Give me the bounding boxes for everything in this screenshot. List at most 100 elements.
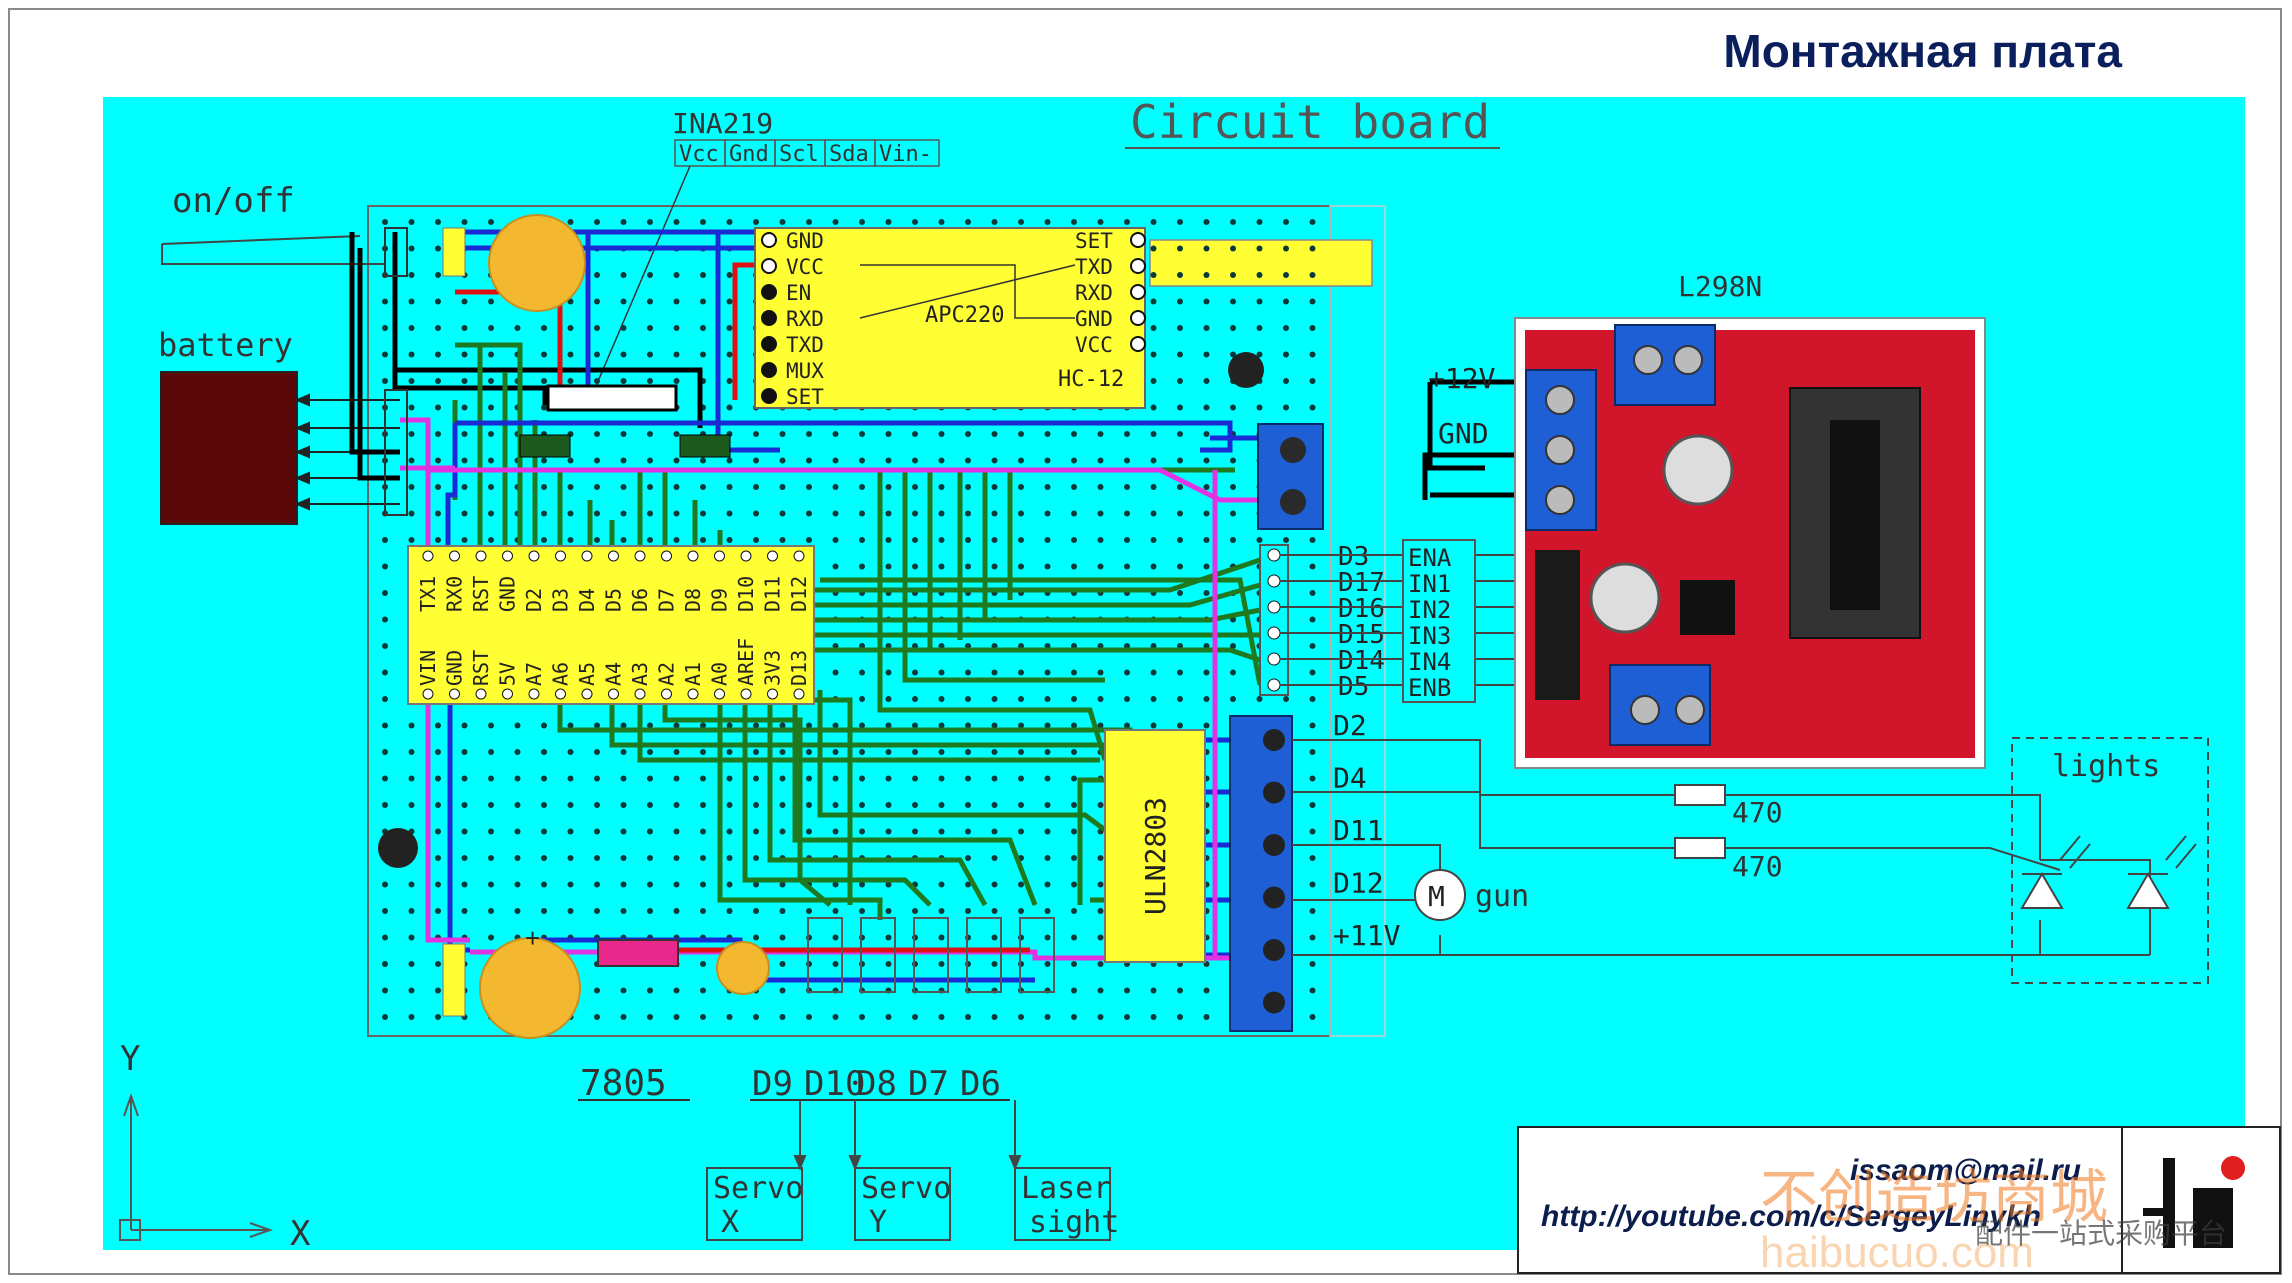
board-hole [859, 802, 865, 808]
board-hole [1309, 537, 1316, 543]
driver-signal-label: D17 [1338, 568, 1385, 598]
board-hole [435, 351, 441, 358]
board-hole [647, 510, 653, 517]
nano-top-pin [687, 550, 699, 562]
board-hole [382, 749, 388, 755]
board-hole [647, 855, 653, 861]
board-hole [832, 802, 839, 808]
board-hole [726, 510, 733, 517]
board-hole [1150, 431, 1157, 437]
regulator-7805 [597, 939, 679, 967]
board-hole [514, 802, 521, 808]
nano-bottom-pin [740, 688, 752, 700]
nano-bottom-pin-label: A3 [628, 662, 652, 686]
nano-bottom-pin-label: VIN [416, 650, 440, 686]
nano-top-pin-label: GND [496, 576, 520, 612]
board-hole [779, 537, 786, 543]
driver-control-label: ENA [1408, 544, 1452, 572]
board-hole [1124, 219, 1130, 225]
nano-bottom-pin [528, 688, 540, 700]
board-hole [1230, 669, 1236, 676]
board-hole [885, 775, 892, 782]
board-hole [832, 510, 839, 517]
board-hole [991, 669, 998, 676]
board-hole [753, 802, 759, 808]
board-hole [938, 563, 945, 570]
board-hole [1309, 934, 1316, 941]
board-hole [567, 457, 574, 464]
board-hole [567, 219, 574, 225]
board-hole [488, 510, 494, 517]
board-hole [1044, 484, 1051, 490]
board-hole [514, 855, 521, 861]
green-track [1077, 777, 1105, 905]
nano-top-pin-label: RX0 [443, 576, 467, 612]
board-hole [938, 828, 945, 835]
board-hole [779, 457, 786, 464]
radio-left-pin-label: MUX [786, 359, 824, 383]
board-hole [938, 749, 945, 755]
credits-youtube[interactable]: http://youtube.com/c/SergeyLinykh [1541, 1200, 2042, 1233]
uln2803-label: ULN2803 [1139, 797, 1172, 915]
board-hole [1230, 219, 1236, 225]
board-hole [541, 537, 547, 543]
board-hole [1309, 908, 1316, 914]
board-hole [541, 802, 547, 808]
board-hole [938, 537, 945, 543]
board-hole [1071, 828, 1077, 835]
nano-top-pin-label: D12 [787, 576, 811, 612]
board-hole [1309, 828, 1316, 835]
board-hole [832, 457, 839, 464]
board-hole [991, 537, 998, 543]
nano-bottom-pin [634, 688, 646, 700]
nano-top-pin-label: TX1 [416, 576, 440, 612]
board-hole [1203, 510, 1210, 517]
board-hole [567, 484, 574, 490]
driver-signal-header [1259, 544, 1289, 696]
nano-bottom-pin [608, 688, 619, 700]
board-hole [1283, 219, 1289, 225]
board-hole [1150, 722, 1157, 729]
board-hole [885, 669, 892, 676]
board-hole [912, 484, 918, 490]
nano-top-pin-label: D4 [575, 588, 599, 612]
board-hole [461, 537, 468, 543]
board-hole [408, 722, 415, 729]
board-hole [859, 828, 865, 835]
board-hole [1097, 537, 1104, 543]
board-hole [1044, 775, 1051, 782]
board-hole [594, 722, 600, 729]
board-hole [1283, 351, 1289, 358]
board-hole [408, 404, 415, 411]
board-hole [1203, 1014, 1210, 1020]
radio-left-pin-label: TXD [786, 333, 824, 357]
board-hole [1203, 987, 1210, 994]
ina-pin-label: Vcc [679, 142, 719, 167]
board-hole [408, 431, 415, 437]
board-hole [620, 298, 627, 305]
board-hole [461, 404, 468, 411]
board-hole [1071, 457, 1077, 464]
resistor-1-label: 470 [1732, 796, 1783, 829]
board-hole [382, 669, 388, 676]
servo-header-label: D6 [960, 1064, 1001, 1104]
board-hole [408, 749, 415, 755]
gun-label: gun [1475, 879, 1529, 914]
board-hole [461, 431, 468, 437]
board-hole [1230, 457, 1236, 464]
board-hole [541, 828, 547, 835]
board-hole [408, 484, 415, 490]
radio-left-pin [761, 284, 777, 300]
board-hole [1071, 537, 1077, 543]
credits-email[interactable]: issaom@mail.ru [1849, 1154, 2081, 1187]
board-hole [1177, 404, 1183, 411]
ina-pin-label: Gnd [729, 142, 769, 167]
board-hole [1150, 563, 1157, 570]
board-hole [885, 431, 892, 437]
board-hole [965, 828, 971, 835]
board-hole [938, 934, 945, 941]
board-hole [726, 828, 733, 835]
board-hole [435, 510, 441, 517]
board-hole [700, 881, 706, 888]
